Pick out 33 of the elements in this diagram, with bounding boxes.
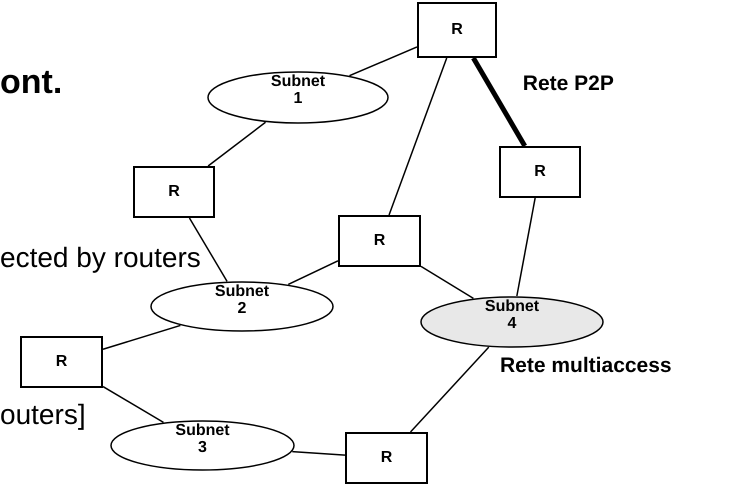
link-line (288, 260, 338, 286)
network-caption: Rete multiaccess (500, 354, 672, 378)
router-box (20, 336, 103, 388)
router-label: R (380, 450, 394, 466)
link-line (102, 386, 164, 424)
subnet-ellipse (420, 296, 604, 348)
router-box (338, 215, 421, 267)
router-box (499, 146, 581, 198)
subnet-label: Subnet 2 (214, 284, 270, 318)
subnet-ellipse (150, 281, 334, 332)
router-box (417, 2, 497, 58)
link-line (208, 122, 266, 167)
link-line (420, 266, 474, 300)
router-label: R (450, 22, 464, 38)
subnet-label: Subnet 1 (270, 74, 326, 108)
router-label: R (533, 164, 547, 180)
link-line (188, 218, 228, 282)
router-label: R (167, 184, 181, 200)
link-line (292, 450, 346, 456)
link-line (410, 346, 490, 432)
router-label: R (372, 232, 386, 250)
link-line (388, 58, 448, 216)
thick-link (471, 56, 527, 148)
link-line (349, 46, 418, 76)
router-label: R (54, 354, 68, 370)
subnet-ellipse (207, 71, 389, 124)
router-box (345, 432, 428, 484)
link-line (102, 324, 181, 350)
subnet-label: Subnet 3 (174, 423, 231, 457)
router-box (133, 166, 215, 218)
subnet-ellipse (110, 420, 295, 471)
link-line (516, 198, 536, 296)
subnet-label: Subnet 4 (484, 299, 540, 333)
